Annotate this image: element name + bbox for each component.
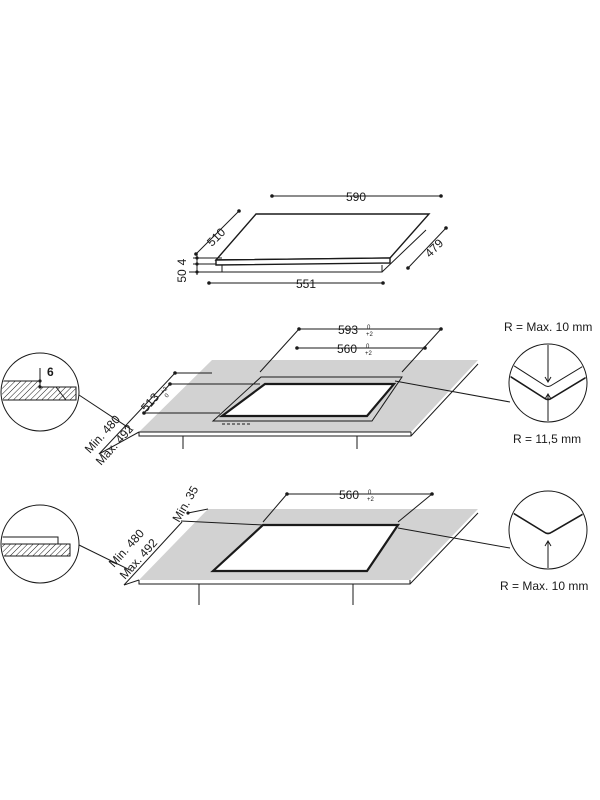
flush-outer-width-tol-top: 0: [367, 325, 371, 331]
flush-outer-width-tol-bottom: +2: [366, 332, 374, 338]
dim-flush-outer-width: 593 0 +2: [259, 323, 443, 373]
standard-cutout-width-tol-top: 0: [368, 490, 372, 496]
flush-radius-outer-label: R = Max. 10 mm: [504, 320, 592, 334]
dim-hob-bottom-width: 551: [207, 277, 385, 291]
hob-side-depth-label: 479: [422, 236, 446, 260]
standard-cutout-width-tol-bottom: +2: [367, 497, 375, 503]
flush-section-detail: 6: [0, 352, 80, 432]
flush-cutout-width-label: 560: [337, 342, 357, 356]
flush-outer-width-label: 593: [338, 323, 358, 337]
flush-outer-depth-tol-top: +2: [160, 386, 169, 396]
hob-glass-plate: [214, 213, 431, 261]
dim-hob-width: 590: [270, 190, 443, 204]
hob-depth-label: 510: [204, 225, 228, 249]
flush-corner-detail: R = Max. 10 mm R = 11,5 mm: [504, 320, 592, 446]
flush-cutout-width-tol-top: 0: [366, 344, 370, 350]
dim-hob-height: 4 50: [175, 255, 222, 283]
flush-radius-inner-label: R = 11,5 mm: [513, 432, 581, 446]
standard-corner-detail: R = Max. 10 mm: [500, 490, 588, 593]
dim-flush-cutout-width: 560 0 +2: [295, 342, 427, 357]
flush-rebate: [211, 376, 403, 422]
standard-edge-min-label: Min. 35: [169, 483, 201, 524]
standard-cutout: [210, 523, 401, 573]
hob-glass-edge: [215, 257, 391, 266]
hob-total-height-label: 50: [175, 269, 189, 283]
hob-body: [221, 229, 427, 273]
standard-section-detail: [0, 504, 80, 584]
hob-drawing: 590 510 479 551: [175, 190, 448, 291]
dim-standard-cutout-width: 560 0 +2: [262, 488, 434, 523]
standard-radius-label: R = Max. 10 mm: [500, 579, 588, 593]
flush-outer-depth-tol-bottom: 0: [164, 392, 171, 399]
flush-mount-drawing: 593 0 +2 560 0 +2 513 +2 0: [78, 323, 511, 468]
hob-width-label: 590: [346, 190, 366, 204]
rebate-depth-label: 6: [47, 365, 54, 379]
flush-cutout-width-tol-bottom: +2: [365, 351, 373, 357]
standard-mount-drawing: 560 0 +2 Min. 35 Min. 480 Max. 492: [78, 483, 511, 605]
hob-glass-thickness-label: 4: [175, 258, 189, 265]
flush-outer-depth-label: 513: [138, 390, 162, 414]
standard-cutout-width-label: 560: [339, 488, 359, 502]
hob-bottom-width-label: 551: [296, 277, 316, 291]
flush-cutout: [218, 382, 397, 418]
